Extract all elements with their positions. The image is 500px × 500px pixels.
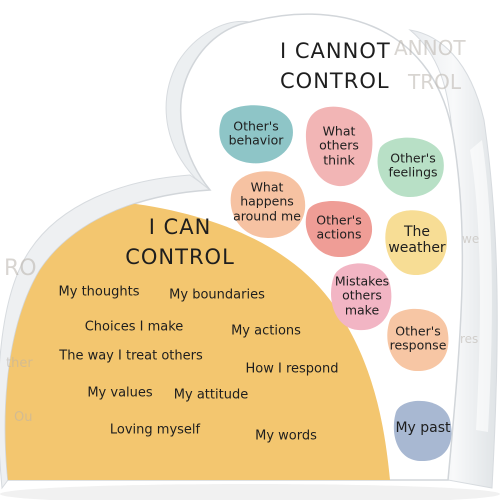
label-what-happens-around-me: What happens around me [233, 179, 301, 224]
blob-my-past [393, 400, 452, 462]
ghost-text-right-2: res [460, 332, 479, 346]
ghost-text-left-1: RO [4, 256, 37, 281]
blob-others-response [387, 308, 449, 372]
can-item-loving-myself: Loving myself [109, 422, 201, 438]
can-item-my-actions: My actions [231, 323, 301, 339]
blob-what-happens-around-me [230, 171, 306, 238]
blob-others-behavior [219, 105, 293, 164]
label-what-others-think: What others think [319, 123, 359, 168]
can-item-choices-i-make: Choices I make [84, 319, 184, 335]
blob-what-others-think [305, 106, 373, 187]
cannot-title: I CANNOT CONTROL [280, 36, 391, 97]
ghost-text-left-3: Ou [14, 410, 33, 425]
can-item-how-i-respond: How I respond [245, 361, 339, 377]
label-mistakes-others-make: Mistakes others make [334, 273, 390, 318]
blob-others-feelings [377, 137, 444, 198]
blob-mistakes-others-make [331, 263, 392, 331]
cannot-title-line2: CONTROL [280, 69, 390, 94]
can-item-my-attitude: My attitude [173, 387, 249, 403]
can-item-the-way-i-treat-others: The way I treat others [59, 348, 203, 364]
ghost-text-right-1: we [462, 232, 480, 246]
can-title-line1: I CAN [148, 215, 212, 239]
label-others-actions: Other's actions [316, 212, 362, 242]
acrylic-reflection [470, 140, 492, 432]
blob-the-weather [385, 210, 447, 276]
ghost-text-control: TROL [408, 70, 461, 94]
blob-others-actions [305, 200, 373, 258]
can-item-my-words: My words [255, 428, 317, 444]
label-others-feelings: Other's feelings [388, 150, 438, 180]
ghost-text-left-2: ther [6, 356, 33, 371]
can-title-line2: CONTROL [125, 245, 235, 270]
ghost-text-cannot: ANNOT [394, 36, 466, 60]
label-my-past: My past [395, 419, 451, 436]
can-control-region [5, 198, 390, 480]
can-item-my-thoughts: My thoughts [58, 284, 140, 300]
can-title: I CAN CONTROL [125, 212, 235, 273]
label-the-weather: The weather [388, 223, 446, 256]
label-others-response: Other's response [389, 323, 447, 353]
table-shadow [0, 484, 500, 500]
can-item-my-boundaries: My boundaries [169, 287, 265, 303]
can-item-my-values: My values [87, 385, 153, 401]
label-others-behavior: Other's behavior [228, 118, 284, 148]
cannot-title-line1: I CANNOT [280, 39, 391, 63]
